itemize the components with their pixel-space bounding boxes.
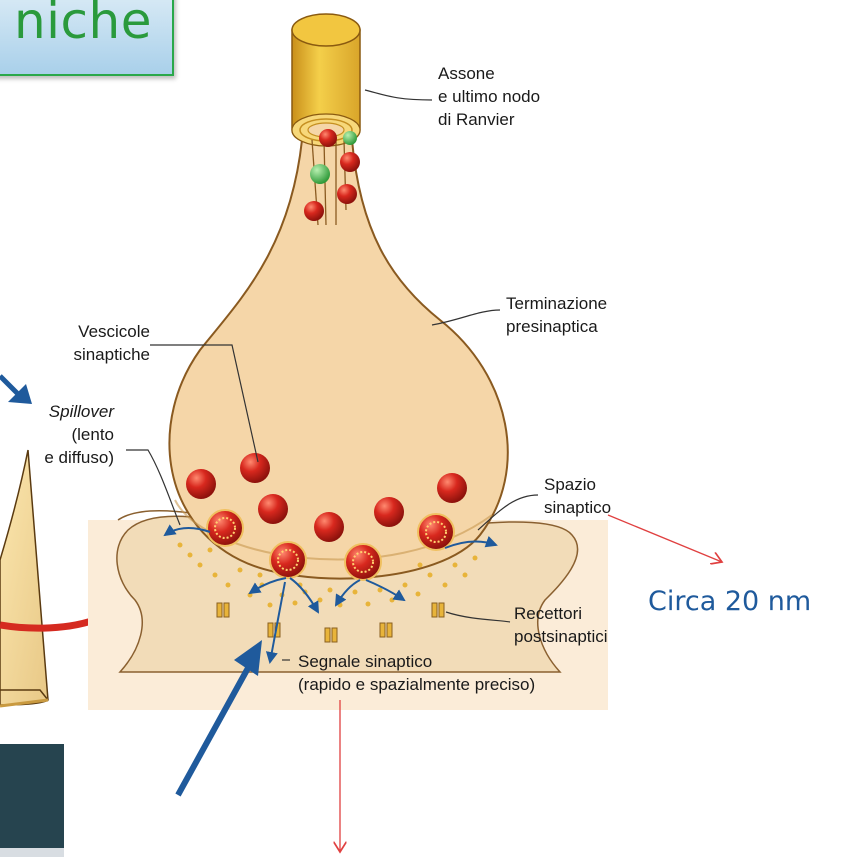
- red-pointer-arrow-right: [608, 515, 722, 562]
- label-axon-line2: e ultimo nodo: [438, 85, 540, 108]
- label-spillover-line3: e diffuso): [44, 446, 114, 469]
- label-cleft-line2: sinaptico: [544, 496, 611, 519]
- label-terminal-line1: Terminazione: [506, 292, 607, 315]
- label-synaptic-signal: Segnale sinaptico (rapido e spazialmente…: [298, 650, 535, 696]
- dark-panel: [0, 744, 64, 848]
- label-spillover-title: Spillover: [44, 400, 114, 423]
- label-vesicles-line2: sinaptiche: [73, 343, 150, 366]
- label-spillover: Spillover (lento e diffuso): [44, 400, 114, 469]
- label-spillover-line2: (lento: [44, 423, 114, 446]
- label-postsynaptic-receptors: Recettori postsinaptici: [514, 602, 608, 648]
- label-presynaptic-terminal: Terminazione presinaptica: [506, 292, 607, 338]
- label-signal-line1: Segnale sinaptico: [298, 650, 535, 673]
- label-axon-line1: Assone: [438, 62, 540, 85]
- label-vesicles-line1: Vescicole: [73, 320, 150, 343]
- label-synaptic-cleft: Spazio sinaptico: [544, 473, 611, 519]
- label-receptors-line2: postsinaptici: [514, 625, 608, 648]
- label-receptors-line1: Recettori: [514, 602, 608, 625]
- left-cropped-cell: [0, 450, 48, 706]
- grey-strip: [0, 848, 64, 857]
- label-cleft-line1: Spazio: [544, 473, 611, 496]
- label-signal-line2: (rapido e spazialmente preciso): [298, 673, 535, 696]
- cleft-width-annotation: Circa 20 nm: [648, 586, 811, 617]
- label-synaptic-vesicles: Vescicole sinaptiche: [73, 320, 150, 366]
- label-axon: Assone e ultimo nodo di Ranvier: [438, 62, 540, 131]
- label-terminal-line2: presinaptica: [506, 315, 607, 338]
- label-axon-line3: di Ranvier: [438, 108, 540, 131]
